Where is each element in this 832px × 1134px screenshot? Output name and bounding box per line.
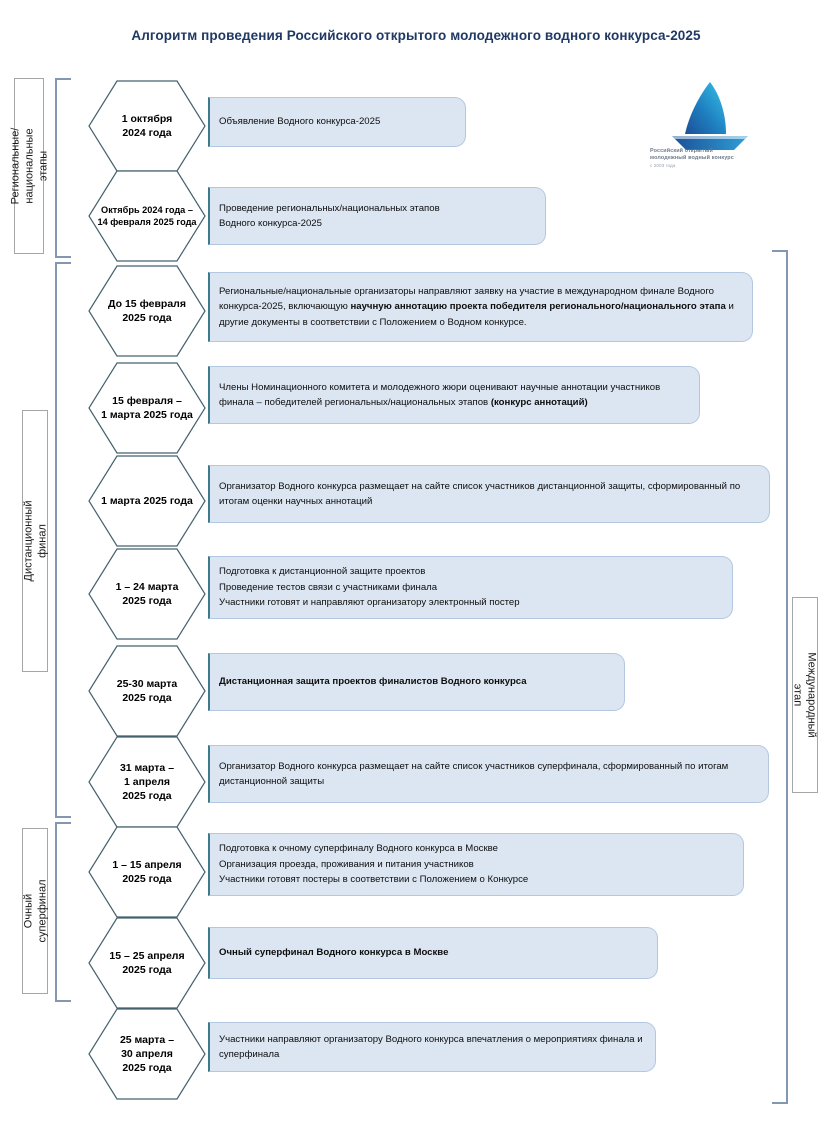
date-hexagon-label: 1 марта 2025 года bbox=[101, 495, 193, 507]
date-hexagon[interactable] bbox=[88, 548, 206, 640]
step-content-box[interactable]: Организатор Водного конкурса размещает н… bbox=[208, 745, 769, 803]
date-hexagon[interactable] bbox=[88, 917, 206, 1009]
date-hexagon[interactable] bbox=[88, 455, 206, 547]
date-hexagon-label: 1 – 15 апреля 2025 года bbox=[112, 859, 182, 885]
step-content-text: Участники направляют организатору Водног… bbox=[219, 1033, 643, 1061]
date-hexagon-label: 15 февраля – 1 марта 2025 года bbox=[101, 395, 193, 421]
step-content-text: Подготовка к очному суперфиналу Водного … bbox=[219, 843, 529, 886]
date-hexagon[interactable] bbox=[88, 826, 206, 918]
date-hexagon[interactable] bbox=[88, 1008, 206, 1100]
date-hexagon[interactable] bbox=[88, 645, 206, 737]
date-hexagon-label: Октябрь 2024 года – 14 февраля 2025 года bbox=[97, 204, 197, 228]
step-content-text: Региональные/национальные организаторы н… bbox=[219, 285, 734, 328]
group-label-distance-final: Дистанционный финал bbox=[22, 410, 48, 672]
step-content-box[interactable]: Подготовка к очному суперфиналу Водного … bbox=[208, 833, 744, 896]
group-label-superfinal: Очный суперфинал bbox=[22, 828, 48, 994]
date-hexagon-label: 31 марта – 1 апреля 2025 года bbox=[119, 762, 175, 802]
date-hexagon-label: 25-30 марта 2025 года bbox=[116, 678, 178, 704]
page-title: Алгоритм проведения Российского открытог… bbox=[131, 28, 701, 43]
step-content-text: Объявление Водного конкурса-2025 bbox=[219, 116, 381, 128]
step-content-box[interactable]: Очный суперфинал Водного конкурса в Моск… bbox=[208, 927, 658, 979]
step-content-box[interactable]: Проведение региональных/национальных эта… bbox=[208, 187, 546, 245]
step-content-text: Организатор Водного конкурса размещает н… bbox=[219, 760, 729, 788]
step-content-text: Организатор Водного конкурса размещает н… bbox=[219, 480, 741, 508]
logo-subcaption: с 2003 года bbox=[650, 163, 676, 168]
water-contest-sailboat-logo bbox=[648, 78, 772, 174]
logo-caption: Российский открытый молодежный водный ко… bbox=[650, 148, 770, 162]
date-hexagon[interactable] bbox=[88, 265, 206, 357]
step-content-box[interactable]: Участники направляют организатору Водног… bbox=[208, 1022, 656, 1072]
date-hexagon[interactable] bbox=[88, 170, 206, 262]
step-content-text: Дистанционная защита проектов финалистов… bbox=[219, 676, 527, 688]
group-label-regional-text: Региональные/национальные этапы bbox=[9, 127, 49, 205]
step-content-box[interactable]: Объявление Водного конкурса-2025 bbox=[208, 97, 466, 147]
step-content-box[interactable]: Дистанционная защита проектов финалистов… bbox=[208, 653, 625, 711]
logo-caption-line1: Российский открытый bbox=[650, 148, 713, 154]
bracket-superfinal bbox=[55, 822, 71, 1002]
group-label-regional: Региональные/национальные этапы bbox=[9, 78, 49, 254]
bracket-distance-final bbox=[55, 262, 71, 818]
group-label-international-text: Международный этап bbox=[792, 652, 819, 738]
step-content-text: Члены Номинационного комитета и молодежн… bbox=[219, 381, 661, 409]
date-hexagon[interactable] bbox=[88, 362, 206, 454]
step-content-text: Подготовка к дистанционной защите проект… bbox=[219, 566, 520, 609]
date-hexagon-label: 15 – 25 апреля 2025 года bbox=[109, 950, 185, 976]
step-content-box[interactable]: Подготовка к дистанционной защите проект… bbox=[208, 556, 733, 619]
step-content-text: Проведение региональных/национальных эта… bbox=[219, 202, 440, 230]
step-content-text: Очный суперфинал Водного конкурса в Моск… bbox=[219, 947, 449, 959]
group-label-international: Международный этап bbox=[792, 597, 818, 793]
group-label-distance-final-text: Дистанционный финал bbox=[22, 500, 48, 582]
logo-caption-line2: молодежный водный конкурс bbox=[650, 155, 734, 162]
date-hexagon-label: 25 марта – 30 апреля 2025 года bbox=[119, 1034, 175, 1074]
step-content-box[interactable]: Организатор Водного конкурса размещает н… bbox=[208, 465, 770, 523]
date-hexagon-label: До 15 февраля 2025 года bbox=[108, 298, 186, 324]
group-label-superfinal-text: Очный суперфинал bbox=[22, 879, 48, 943]
date-hexagon-label: 1 октября 2024 года bbox=[121, 113, 173, 139]
date-hexagon-label: 1 – 24 марта 2025 года bbox=[115, 581, 179, 607]
bracket-regional bbox=[55, 78, 71, 258]
step-content-box[interactable]: Региональные/национальные организаторы н… bbox=[208, 272, 753, 342]
bracket-international bbox=[772, 250, 788, 1104]
step-content-box[interactable]: Члены Номинационного комитета и молодежн… bbox=[208, 366, 700, 424]
